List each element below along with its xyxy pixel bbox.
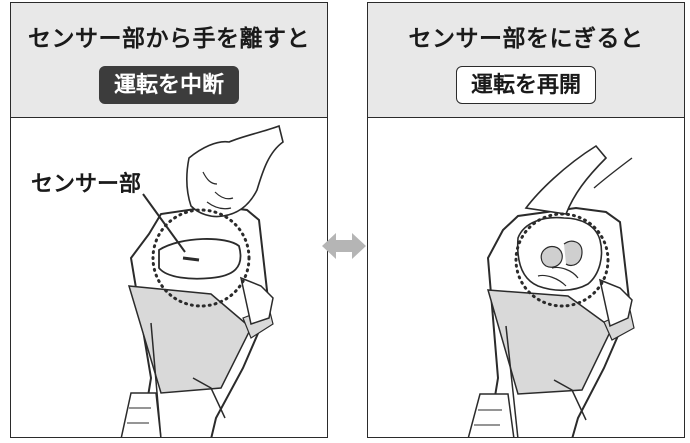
- pause-status-badge: 運転を中断: [98, 66, 240, 104]
- double-headed-arrow-icon: [322, 233, 366, 259]
- left-illustration: センサー部: [11, 118, 327, 437]
- left-panel-header: センサー部から手を離すと 運転を中断: [11, 3, 327, 118]
- right-illustration: [368, 118, 684, 437]
- sensor-grip-area: [158, 238, 242, 280]
- right-panel-header: センサー部をにぎると 運転を再開: [368, 3, 684, 118]
- sensor-highlight-circle: [514, 212, 610, 308]
- cleaner-hand-released-drawing: [120, 124, 284, 437]
- resume-status-badge: 運転を再開: [455, 66, 597, 104]
- right-panel: センサー部をにぎると 運転を再開: [367, 2, 685, 438]
- cleaner-hand-gripping-drawing: [467, 144, 635, 437]
- left-panel-title: センサー部から手を離すと: [28, 26, 310, 52]
- left-panel: センサー部から手を離すと 運転を中断 センサ: [10, 2, 328, 438]
- sensor-part-label: センサー部: [31, 172, 142, 197]
- sensor-highlight-circle: [151, 208, 251, 308]
- hand-released: [186, 124, 284, 218]
- right-panel-title: センサー部をにぎると: [408, 26, 644, 52]
